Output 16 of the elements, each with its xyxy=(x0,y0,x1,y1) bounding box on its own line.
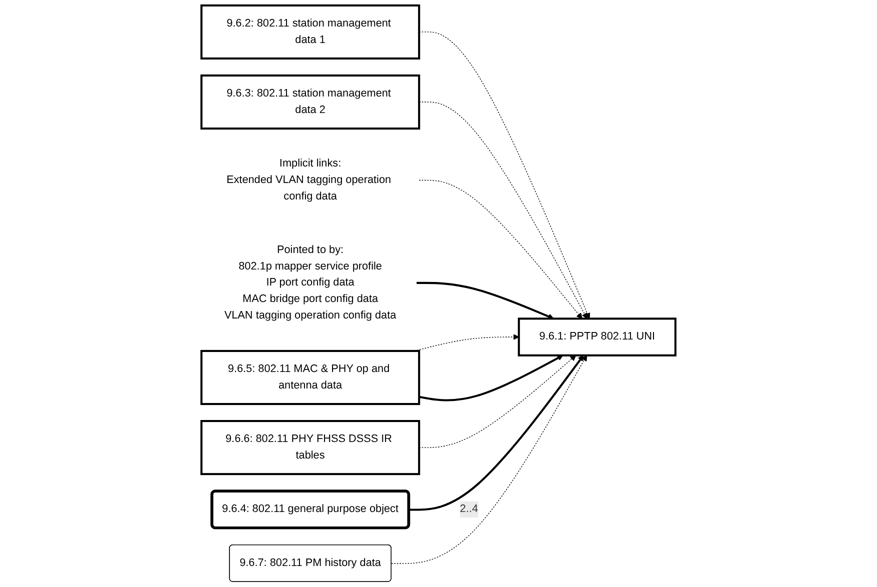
edge-label: 2..4 xyxy=(460,503,478,515)
arrow xyxy=(391,355,588,564)
node-box: 9.6.2: 802.11 station management data 1 xyxy=(200,4,420,60)
node-box: 9.6.1: PPTP 802.11 UNI xyxy=(518,318,676,356)
arrow xyxy=(409,355,584,511)
arrow xyxy=(418,355,576,448)
arrow xyxy=(418,32,590,319)
node-box: 9.6.3: 802.11 station management data 2 xyxy=(200,74,420,130)
arrow xyxy=(418,180,582,319)
arrow xyxy=(418,355,564,402)
node-text: Implicit links: Extended VLAN tagging operation config data xyxy=(226,158,392,202)
node-box: 9.6.5: 802.11 MAC & PHY op and antenna data xyxy=(200,350,420,406)
node-text: Pointed to by: 802.1p mapper service profile IP port config data MAC bridge port config data VLAN tagging operation config data xyxy=(224,244,396,322)
arrow xyxy=(418,102,588,319)
node-box: 9.6.6: 802.11 PHY FHSS DSSS IR tables xyxy=(200,420,420,476)
arrow xyxy=(416,282,554,320)
